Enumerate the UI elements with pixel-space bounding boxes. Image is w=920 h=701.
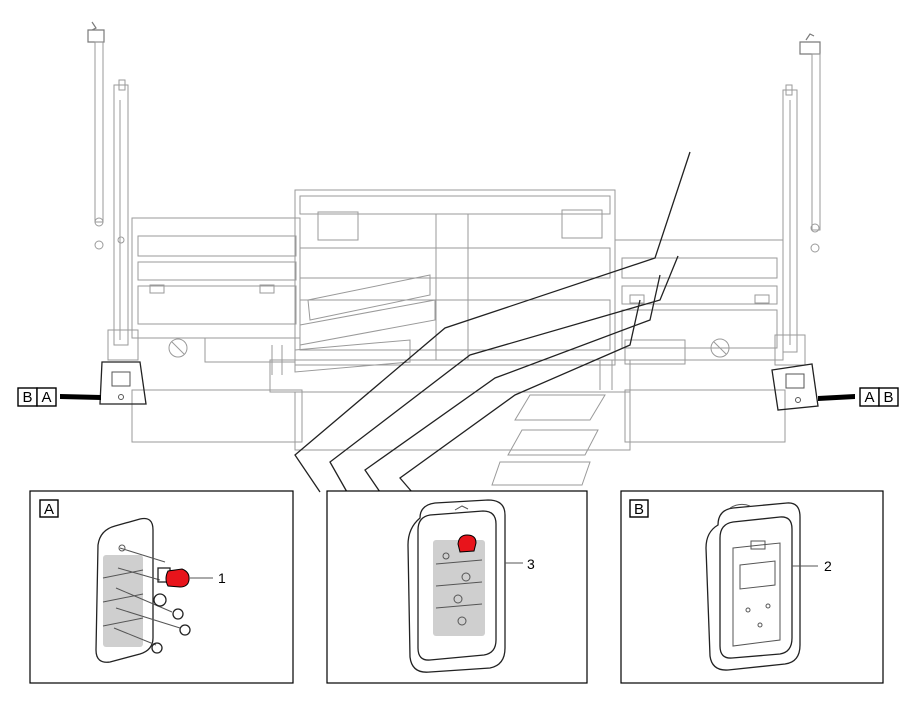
part-number-1: 1: [218, 570, 226, 586]
right-mast: [774, 33, 821, 366]
left-pointer-arrow: [60, 394, 101, 400]
central-body: [269, 189, 631, 451]
left-screed-wing: [131, 217, 303, 443]
right-callout: A B: [818, 387, 899, 407]
left-callout-label-2: A: [41, 389, 51, 406]
part-number-3: 3: [527, 556, 535, 572]
left-callout-label-1: B: [22, 389, 32, 406]
right-pointer-arrow: [818, 394, 855, 401]
detail-panel-b: B 2: [620, 490, 884, 684]
zoom-leader-lines: [294, 151, 691, 493]
right-callout-label-1: A: [864, 389, 874, 406]
detail-panel-a: A 1: [29, 490, 294, 684]
right-screed-wing: [614, 239, 786, 443]
red-button-part-3: [457, 534, 477, 553]
machine-overview: B A A B: [17, 21, 899, 493]
right-callout-label-2: B: [883, 389, 893, 406]
detail-b-title: B: [634, 501, 644, 518]
right-control-box: [771, 363, 819, 411]
step-outline: [294, 274, 606, 486]
detail-a-title: A: [44, 501, 54, 518]
red-knob-part-1: [165, 568, 190, 588]
part-number-2: 2: [824, 558, 832, 574]
detail-panel-remote: 3: [326, 490, 588, 684]
left-control-box: [99, 361, 147, 405]
left-callout: B A: [17, 387, 101, 407]
left-mast: [87, 21, 139, 361]
